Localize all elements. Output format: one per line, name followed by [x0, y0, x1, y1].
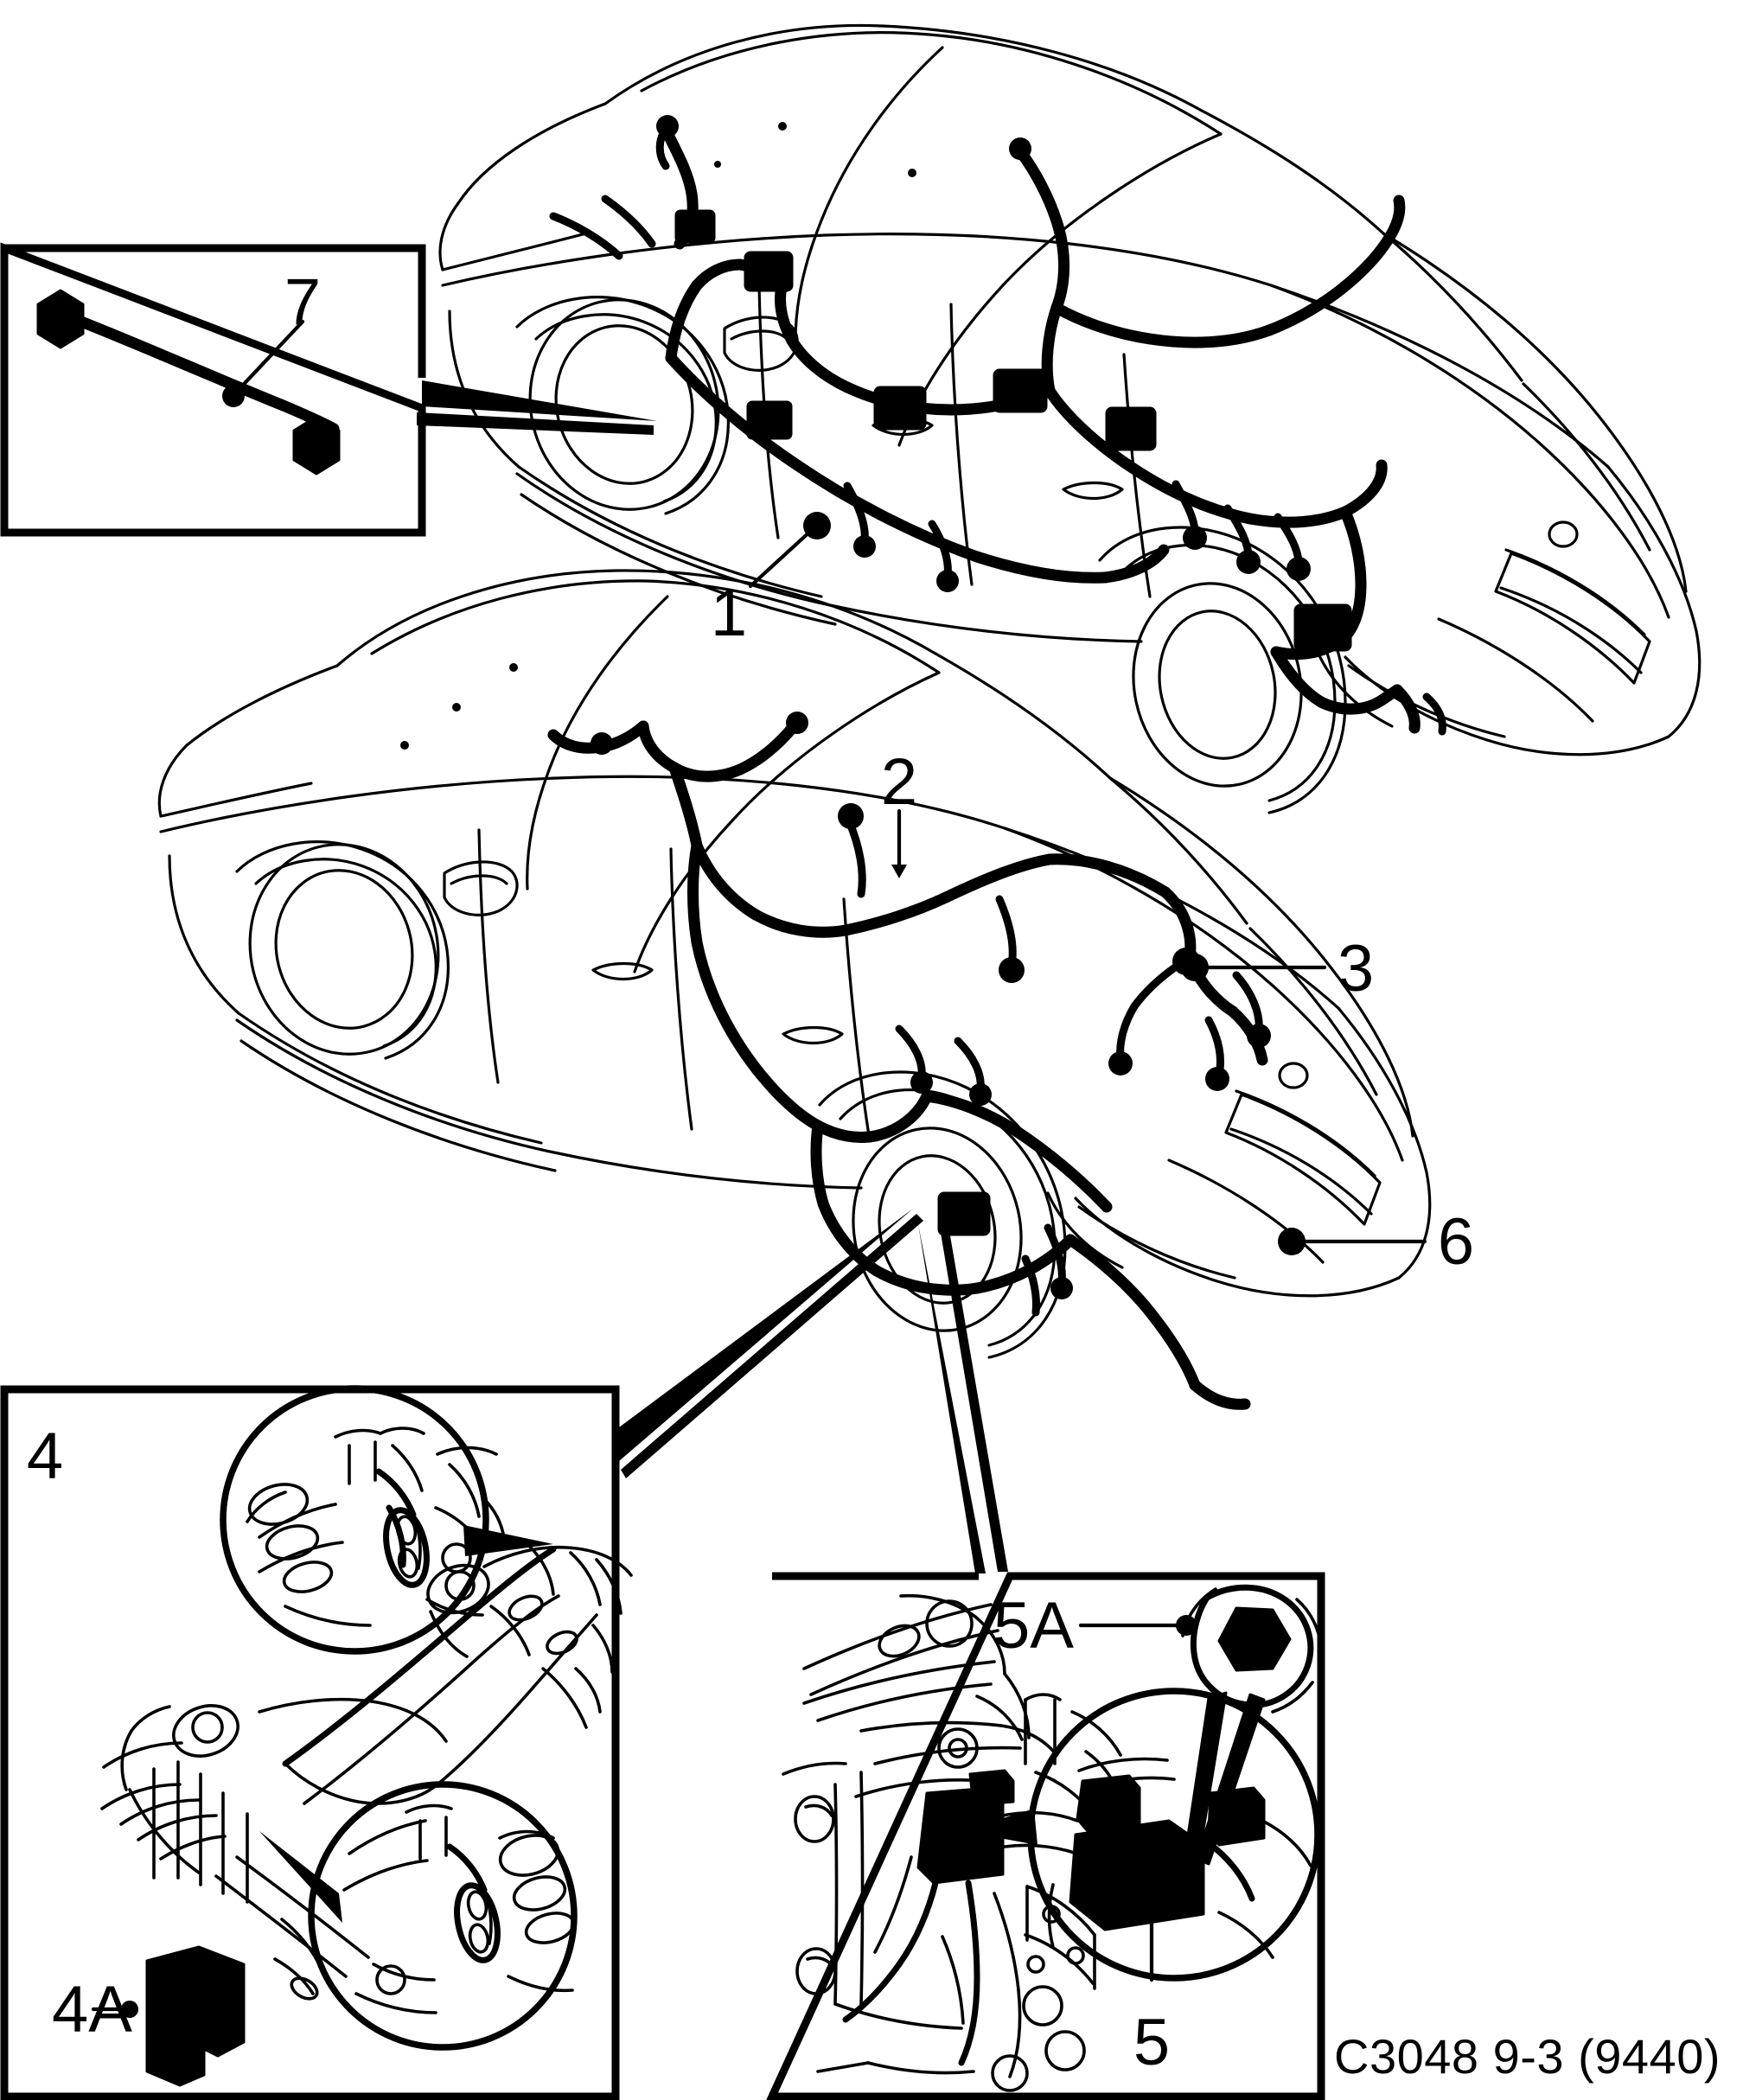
inset-5-content — [782, 1584, 1323, 2092]
inset-4-content — [91, 1385, 633, 2087]
inset-5-box — [766, 1221, 1325, 2100]
cube-connector-left — [36, 289, 85, 349]
inset-7-box — [0, 242, 426, 537]
cube-connector-right — [292, 415, 341, 476]
inset-7-content — [36, 289, 657, 476]
callout-3-leader — [1181, 954, 1327, 981]
connector-body — [916, 1769, 1015, 1885]
callout-label-3: 3 — [1338, 932, 1374, 1005]
upper-car-harness — [549, 115, 1446, 736]
inset-label-5a: 5A — [993, 1589, 1074, 1663]
inset-5-detail — [1047, 1691, 1312, 1959]
callout-6-leader — [1278, 1228, 1427, 1255]
callout-2-leader — [891, 808, 907, 878]
callout-label-1: 1 — [711, 577, 747, 650]
callout-label-6: 6 — [1438, 1205, 1474, 1279]
callout-1-leader — [748, 512, 831, 589]
callout-label-7: 7 — [284, 265, 321, 339]
callout-label-2: 2 — [881, 745, 917, 819]
lower-car-harness — [547, 712, 1271, 1410]
lower-car-body — [157, 569, 1432, 1359]
inset-4-box — [0, 1209, 923, 2100]
inset-label-5: 5 — [1133, 2006, 1170, 2079]
inset-label-4a: 4A — [52, 1973, 132, 2046]
inset-4-detail-top — [246, 1427, 507, 1627]
drawing-caption: C3048 9-3 (9440) — [1334, 2029, 1721, 2084]
inset-4-detail-bottom — [342, 1803, 576, 2014]
retaining-clip — [145, 1945, 246, 2087]
inset-label-4: 4 — [27, 1420, 63, 1493]
